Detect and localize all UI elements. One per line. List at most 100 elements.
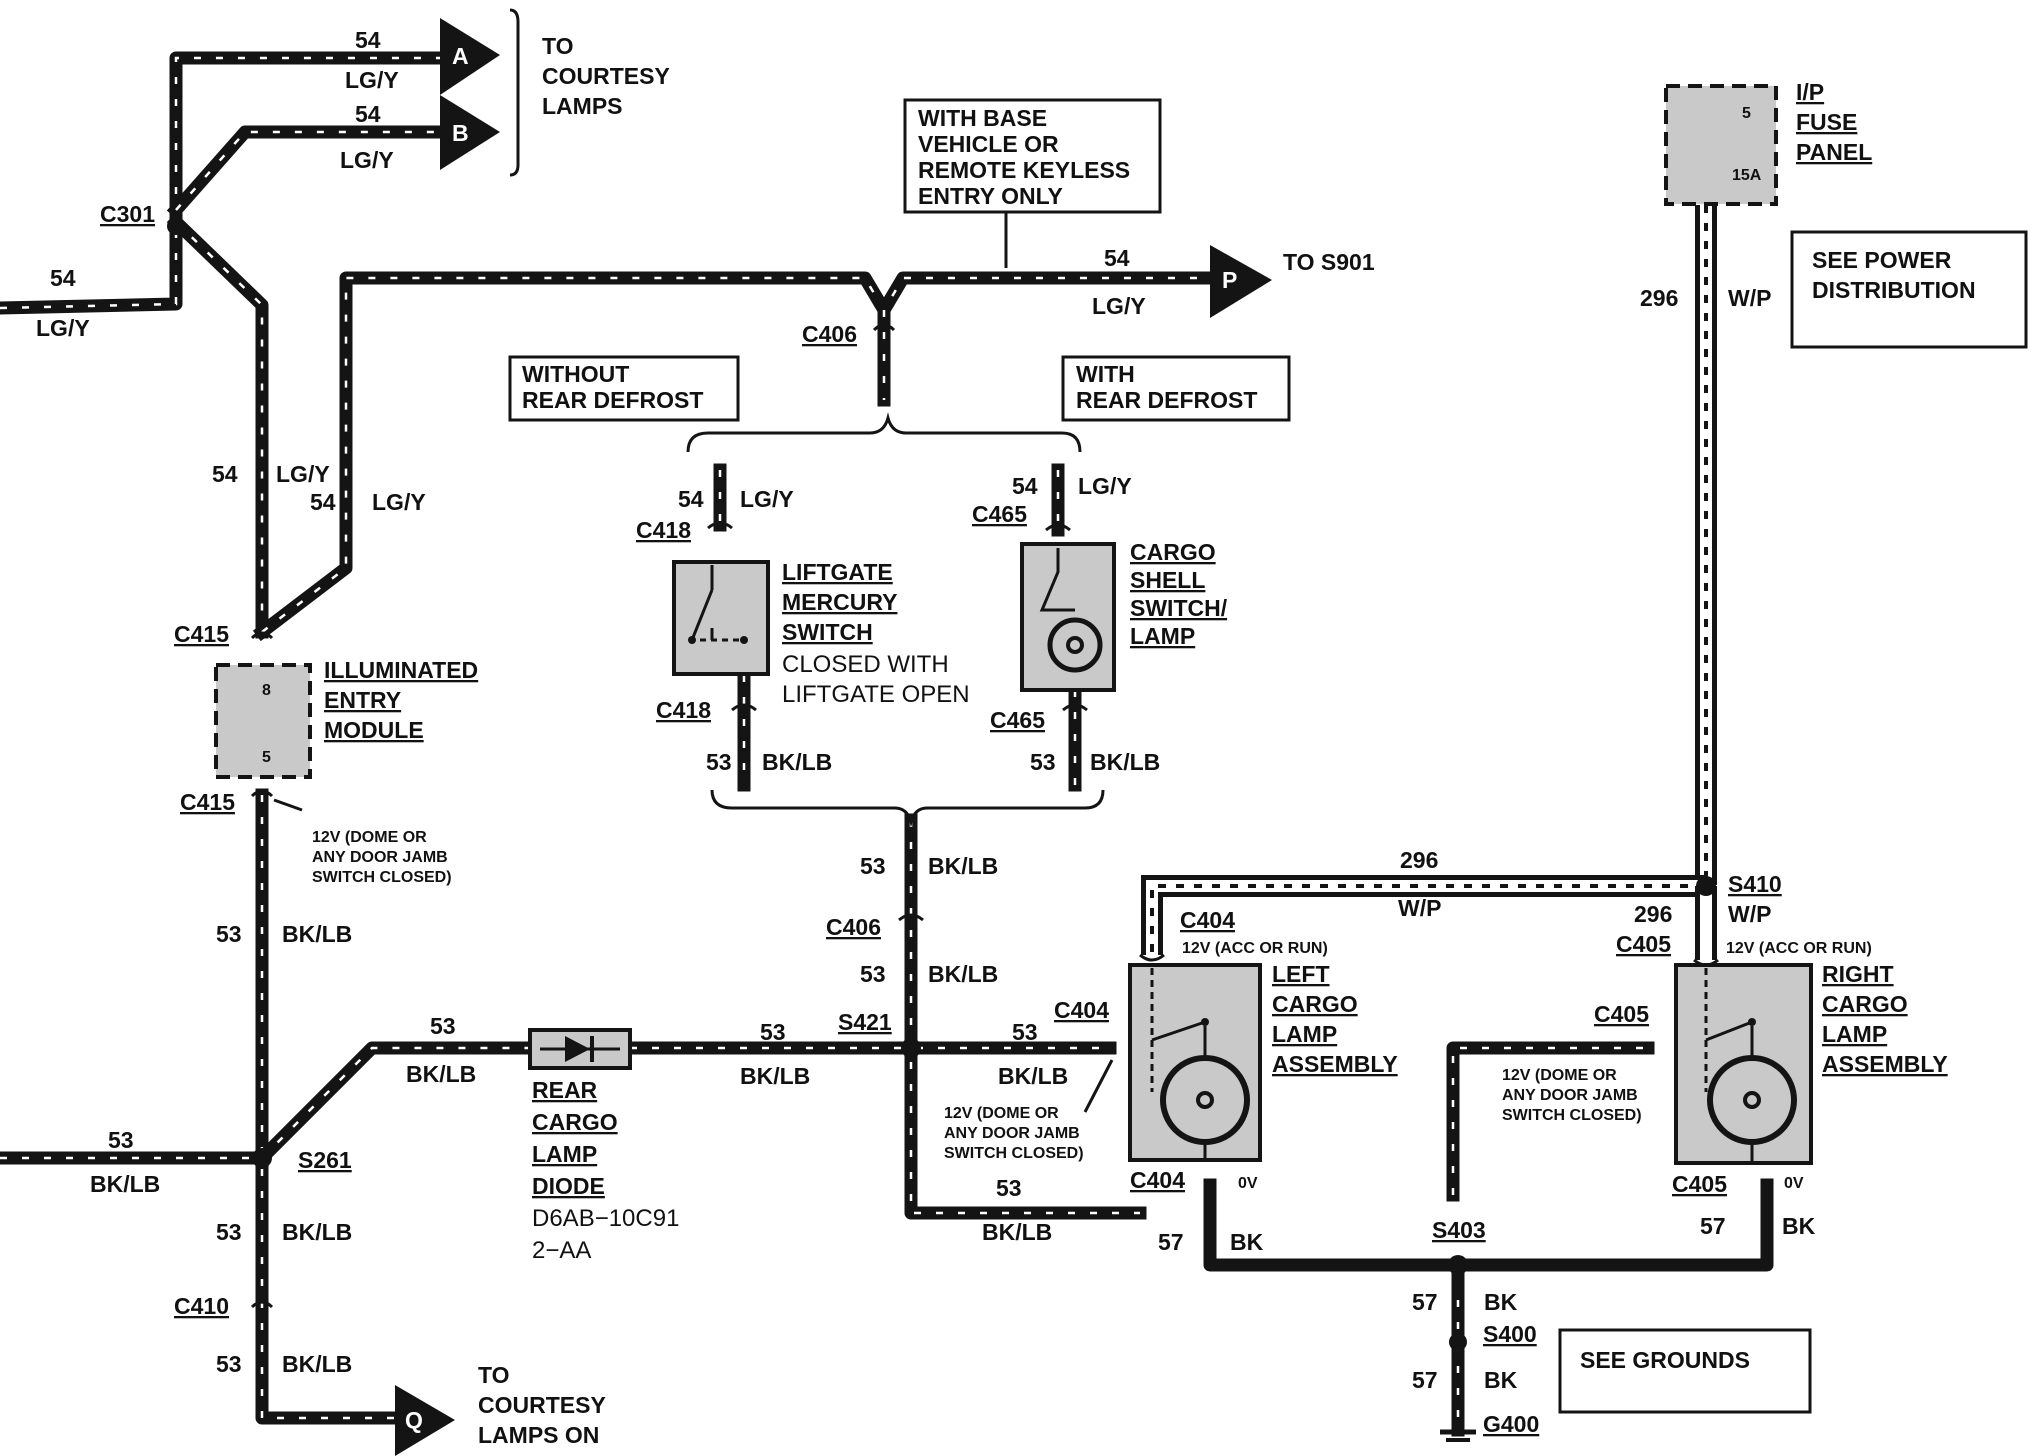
- svg-text:BK/LB: BK/LB: [928, 853, 998, 879]
- svg-text:12V (ACC OR RUN): 12V (ACC OR RUN): [1726, 940, 1872, 957]
- wire-53-bklb: [0, 668, 1655, 1425]
- connector-p: P: [1210, 245, 1272, 318]
- brace-courtesy: [509, 8, 520, 177]
- svg-text:W/P: W/P: [1398, 895, 1441, 921]
- svg-text:C418: C418: [656, 697, 711, 723]
- svg-text:C418: C418: [636, 517, 691, 543]
- svg-text:54: 54: [355, 27, 381, 53]
- svg-text:LEFT: LEFT: [1272, 961, 1330, 987]
- svg-text:C301: C301: [100, 201, 155, 227]
- svg-text:LG/Y: LG/Y: [345, 67, 399, 93]
- svg-text:BK: BK: [1484, 1367, 1518, 1393]
- svg-text:CARGO: CARGO: [1822, 991, 1908, 1017]
- svg-text:53: 53: [760, 1019, 786, 1045]
- svg-text:C465: C465: [990, 707, 1045, 733]
- svg-text:MERCURY: MERCURY: [782, 589, 897, 615]
- svg-text:C406: C406: [802, 321, 857, 347]
- svg-text:53: 53: [108, 1127, 134, 1153]
- svg-text:12V (DOME OR: 12V (DOME OR: [312, 829, 427, 846]
- svg-text:WITH BASE: WITH BASE: [918, 105, 1047, 131]
- svg-text:ILLUMINATED: ILLUMINATED: [324, 657, 478, 683]
- svg-text:LAMP: LAMP: [1130, 623, 1195, 649]
- connector-a: A: [440, 18, 500, 95]
- svg-text:296: 296: [1640, 285, 1678, 311]
- svg-text:54: 54: [1104, 245, 1130, 271]
- svg-text:LG/Y: LG/Y: [276, 461, 330, 487]
- svg-text:12V (DOME OR: 12V (DOME OR: [944, 1105, 1059, 1122]
- svg-text:FUSE: FUSE: [1796, 109, 1857, 135]
- svg-text:54: 54: [1012, 473, 1038, 499]
- to-s901: TO S901: [1283, 249, 1375, 275]
- svg-text:S403: S403: [1432, 1217, 1486, 1243]
- svg-text:C415: C415: [174, 621, 229, 647]
- illuminated-entry-module: 8 5: [214, 663, 312, 779]
- brace-top: [686, 412, 1082, 453]
- svg-text:53: 53: [860, 961, 886, 987]
- svg-text:C405: C405: [1616, 931, 1671, 957]
- connector-b: B: [440, 95, 500, 170]
- connector-marks: [250, 323, 1774, 1309]
- svg-text:REAR DEFROST: REAR DEFROST: [522, 387, 703, 413]
- svg-text:W/P: W/P: [1728, 901, 1771, 927]
- svg-text:REAR: REAR: [532, 1077, 598, 1103]
- svg-text:0V: 0V: [1784, 1175, 1804, 1192]
- svg-text:BK/LB: BK/LB: [90, 1171, 160, 1197]
- svg-text:C415: C415: [180, 789, 235, 815]
- wire-296-wp: [1141, 205, 1717, 960]
- svg-text:54: 54: [50, 265, 76, 291]
- splice-c301: [167, 217, 185, 235]
- svg-text:C404: C404: [1180, 907, 1235, 933]
- svg-text:D6AB−10C91: D6AB−10C91: [532, 1205, 679, 1232]
- svg-text:LAMP: LAMP: [532, 1141, 597, 1167]
- svg-text:53: 53: [860, 853, 886, 879]
- box-with-rear-defrost: WITH REAR DEFROST: [1061, 355, 1291, 422]
- svg-text:SWITCH CLOSED): SWITCH CLOSED): [1502, 1107, 1642, 1124]
- to-courtesy-on-3: LAMPS ON: [478, 1422, 599, 1448]
- to-courtesy-2: COURTESY: [542, 63, 670, 89]
- svg-text:53: 53: [996, 1175, 1022, 1201]
- svg-text:57: 57: [1412, 1367, 1438, 1393]
- cargo-shell-switch-lamp: [1020, 542, 1116, 692]
- svg-text:LG/Y: LG/Y: [340, 147, 394, 173]
- svg-text:ASSEMBLY: ASSEMBLY: [1822, 1051, 1948, 1077]
- svg-text:BK: BK: [1782, 1213, 1816, 1239]
- svg-text:G400: G400: [1483, 1411, 1539, 1437]
- svg-text:BK/LB: BK/LB: [282, 921, 352, 947]
- svg-text:2−AA: 2−AA: [532, 1237, 591, 1264]
- svg-text:CARGO: CARGO: [1130, 539, 1216, 565]
- box-without-rear-defrost: WITHOUT REAR DEFROST: [508, 355, 740, 422]
- svg-text:8: 8: [262, 682, 271, 699]
- svg-text:BK/LB: BK/LB: [406, 1061, 476, 1087]
- svg-text:54: 54: [212, 461, 238, 487]
- svg-text:SWITCH CLOSED): SWITCH CLOSED): [944, 1145, 1084, 1162]
- to-courtesy-on-1: TO: [478, 1362, 510, 1388]
- svg-text:54: 54: [310, 489, 336, 515]
- svg-text:WITHOUT: WITHOUT: [522, 361, 629, 387]
- svg-text:LG/Y: LG/Y: [1078, 473, 1132, 499]
- svg-text:12V (ACC OR RUN): 12V (ACC OR RUN): [1182, 940, 1328, 957]
- svg-text:BK/LB: BK/LB: [282, 1351, 352, 1377]
- box-see-grounds: SEE GROUNDS: [1558, 1328, 1812, 1414]
- svg-text:53: 53: [216, 1351, 242, 1377]
- svg-text:REAR DEFROST: REAR DEFROST: [1076, 387, 1257, 413]
- svg-text:P: P: [1222, 267, 1237, 293]
- splice-s421: [901, 1038, 921, 1058]
- svg-text:53: 53: [430, 1013, 456, 1039]
- svg-text:REMOTE KEYLESS: REMOTE KEYLESS: [918, 157, 1130, 183]
- svg-text:DISTRIBUTION: DISTRIBUTION: [1812, 277, 1976, 303]
- svg-text:LG/Y: LG/Y: [1092, 293, 1146, 319]
- svg-text:W/P: W/P: [1728, 285, 1771, 311]
- svg-text:LAMP: LAMP: [1822, 1021, 1887, 1047]
- svg-text:CARGO: CARGO: [532, 1109, 618, 1135]
- svg-text:54: 54: [678, 486, 704, 512]
- svg-text:LG/Y: LG/Y: [372, 489, 426, 515]
- svg-text:53: 53: [1012, 1019, 1038, 1045]
- svg-text:53: 53: [706, 749, 732, 775]
- svg-text:SHELL: SHELL: [1130, 567, 1205, 593]
- svg-text:57: 57: [1700, 1213, 1726, 1239]
- svg-text:C404: C404: [1130, 1167, 1185, 1193]
- svg-text:RIGHT: RIGHT: [1822, 961, 1894, 987]
- svg-text:C406: C406: [826, 914, 881, 940]
- svg-text:C404: C404: [1054, 997, 1109, 1023]
- svg-text:53: 53: [1030, 749, 1056, 775]
